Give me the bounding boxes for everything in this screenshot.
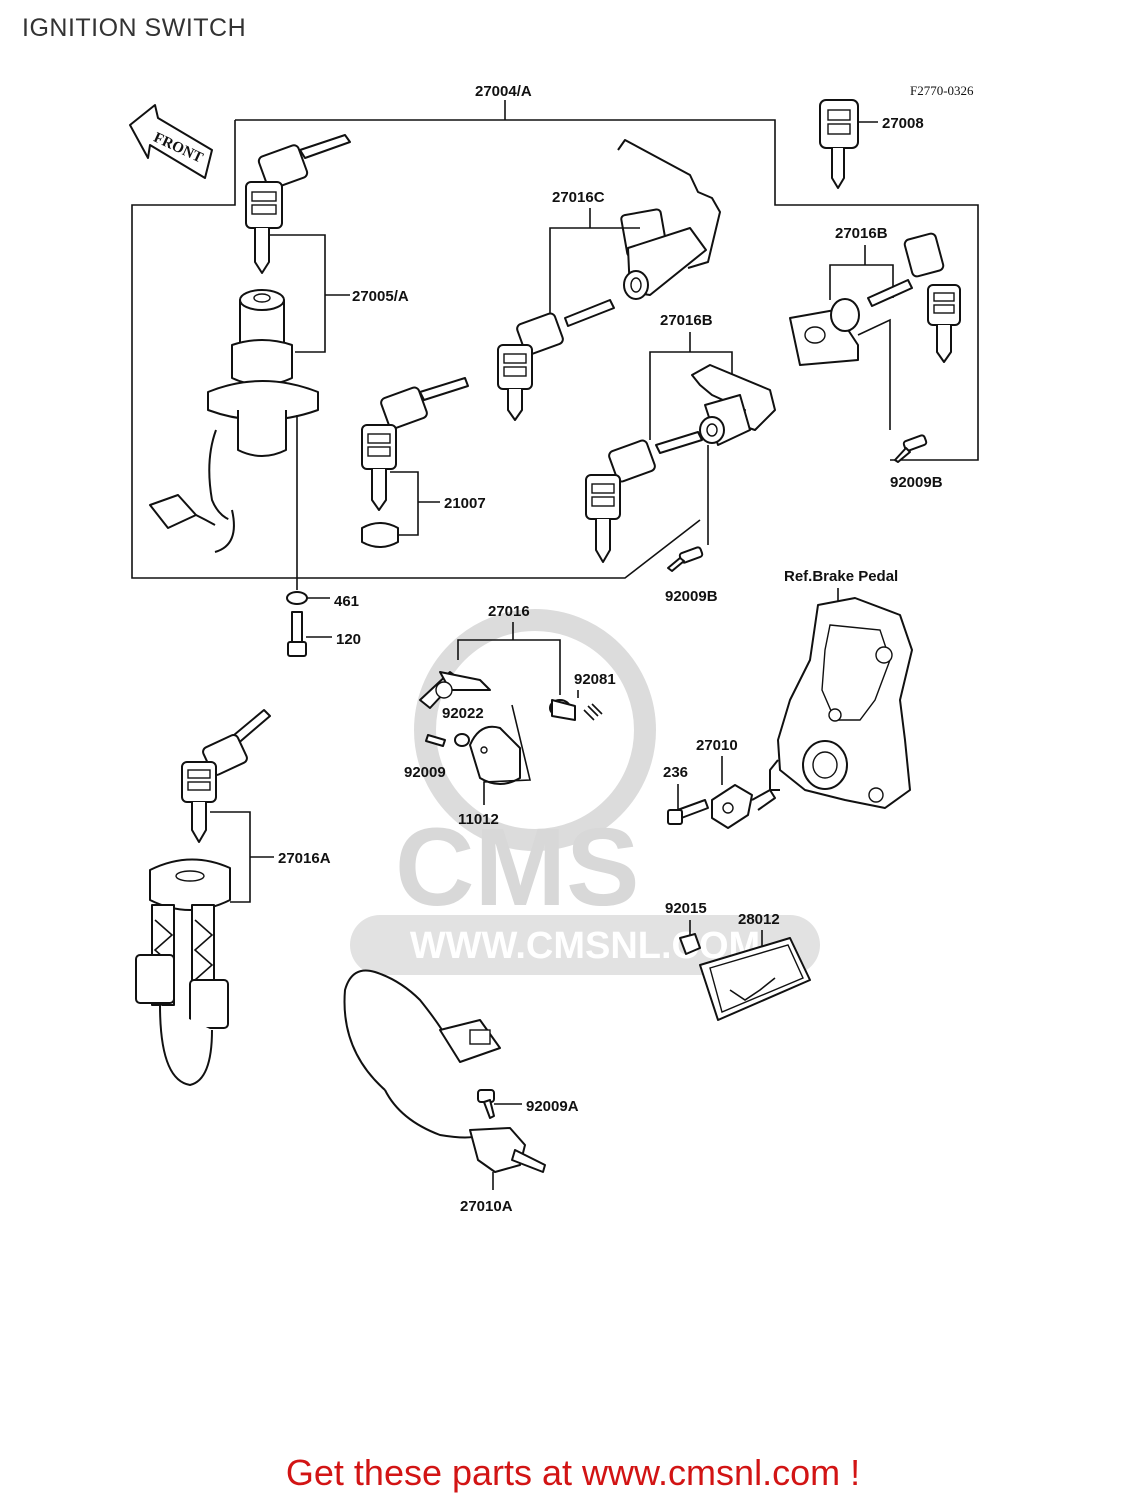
screw-92009 bbox=[425, 734, 446, 747]
page-title: IGNITION SWITCH bbox=[22, 14, 247, 42]
seat-lock-27016C bbox=[617, 139, 721, 300]
label-27005A: 27005/A bbox=[352, 288, 409, 305]
washer-461 bbox=[286, 591, 308, 605]
screw-92009B-mid bbox=[667, 546, 704, 572]
keys-27016 bbox=[419, 671, 491, 709]
label-27016C: 27016C bbox=[552, 189, 605, 206]
label-461: 461 bbox=[334, 593, 359, 610]
keys-27016B-top bbox=[867, 232, 961, 363]
screw-236 bbox=[667, 799, 709, 825]
label-27016B-mid: 27016B bbox=[660, 312, 713, 329]
switch-27010 bbox=[711, 784, 776, 829]
brake-pedal-bracket bbox=[769, 597, 913, 809]
label-21007: 21007 bbox=[444, 495, 486, 512]
reflector-28012 bbox=[699, 937, 811, 1021]
label-92022: 92022 bbox=[442, 705, 484, 722]
lock-cylinder-27016 bbox=[549, 699, 576, 721]
label-27016A: 27016A bbox=[278, 850, 331, 867]
label-236: 236 bbox=[663, 764, 688, 781]
label-11012: 11012 bbox=[458, 811, 499, 828]
spring-92081 bbox=[583, 703, 603, 721]
footer-cta-link[interactable]: Get these parts at www.cmsnl.com ! bbox=[285, 1452, 861, 1493]
plate-11012 bbox=[469, 725, 521, 785]
helmet-lock-27016B-mid bbox=[691, 364, 776, 446]
label-27010A: 27010A bbox=[460, 1198, 513, 1215]
label-92009B-mid: 92009B bbox=[665, 588, 718, 605]
label-92081: 92081 bbox=[574, 671, 616, 688]
label-92009: 92009 bbox=[404, 764, 446, 781]
keys-27016B-mid bbox=[585, 431, 703, 563]
label-27008: 27008 bbox=[882, 115, 924, 132]
keys-27005A bbox=[245, 134, 351, 274]
sensor-27010A bbox=[343, 969, 546, 1173]
label-92009A: 92009A bbox=[526, 1098, 579, 1115]
label-27010: 27010 bbox=[696, 737, 738, 754]
washer-92022 bbox=[454, 733, 470, 747]
watermark-logo: CMS bbox=[395, 806, 639, 929]
screw-92009B-right bbox=[894, 434, 928, 463]
helmet-lock-27016B bbox=[789, 298, 860, 366]
keys-27016C bbox=[497, 299, 615, 421]
front-arrow-icon: FRONT bbox=[129, 104, 213, 179]
label-ref-brake-pedal: Ref.Brake Pedal bbox=[784, 568, 898, 585]
screw-92009A bbox=[477, 1089, 495, 1119]
keys-21007 bbox=[361, 377, 469, 548]
label-120: 120 bbox=[336, 631, 361, 648]
watermark: CMS WWW.CMSNL.COM bbox=[350, 609, 820, 975]
label-27004A: 27004/A bbox=[475, 83, 532, 100]
ignition-switch bbox=[149, 289, 319, 553]
bolt-120 bbox=[287, 611, 307, 657]
key-27008 bbox=[819, 99, 859, 189]
figure-code: F2770-0326 bbox=[910, 83, 974, 98]
keys-27016A bbox=[181, 709, 271, 843]
label-28012: 28012 bbox=[738, 911, 780, 928]
label-92015: 92015 bbox=[665, 900, 707, 917]
label-27016: 27016 bbox=[488, 603, 530, 620]
nut-92015 bbox=[679, 933, 701, 955]
label-27016B-top: 27016B bbox=[835, 225, 888, 242]
helmet-lock-27016A bbox=[135, 858, 231, 1086]
watermark-url: WWW.CMSNL.COM bbox=[410, 925, 760, 967]
label-92009B-right: 92009B bbox=[890, 474, 943, 491]
kit-boundary bbox=[235, 119, 979, 461]
